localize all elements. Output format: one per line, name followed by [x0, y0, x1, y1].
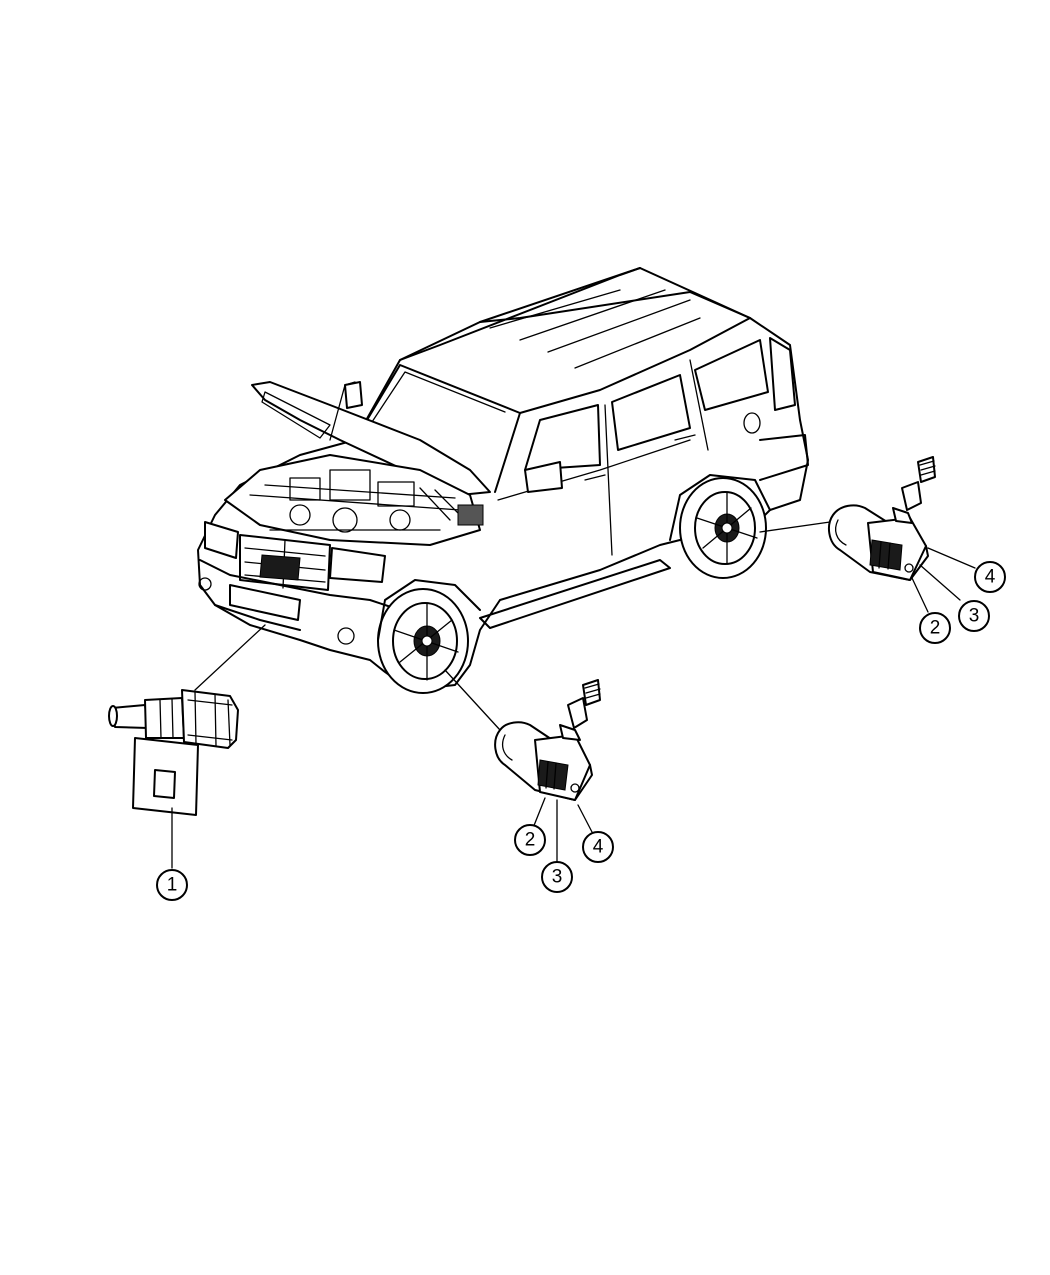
engine-components: [249, 469, 484, 533]
callout-rear-3-label: 3: [969, 606, 980, 627]
front-wheel: [377, 588, 469, 694]
vehicle-illustration: [197, 267, 809, 694]
callout-front-2-label: 2: [525, 830, 536, 851]
callout-rear-2-label: 2: [930, 618, 941, 639]
rear-tpms-sensor: [827, 456, 976, 613]
callout-rear-4-label: 4: [985, 567, 996, 588]
callout-1-label: 1: [167, 875, 178, 896]
receiver-module-part: [108, 689, 239, 869]
callout-rear-2: 2: [919, 612, 951, 644]
callout-rear-4: 4: [974, 561, 1006, 593]
callout-front-4-label: 4: [593, 837, 604, 858]
callout-front-3-label: 3: [552, 867, 563, 888]
callout-1: 1: [156, 869, 188, 901]
callout-front-2: 2: [514, 824, 546, 856]
callout-front-4: 4: [582, 831, 614, 863]
front-tpms-sensor: [494, 679, 601, 863]
leader-lines: [194, 521, 831, 731]
rear-wheel: [679, 477, 767, 579]
callout-rear-3: 3: [958, 600, 990, 632]
callout-front-3: 3: [541, 861, 573, 893]
